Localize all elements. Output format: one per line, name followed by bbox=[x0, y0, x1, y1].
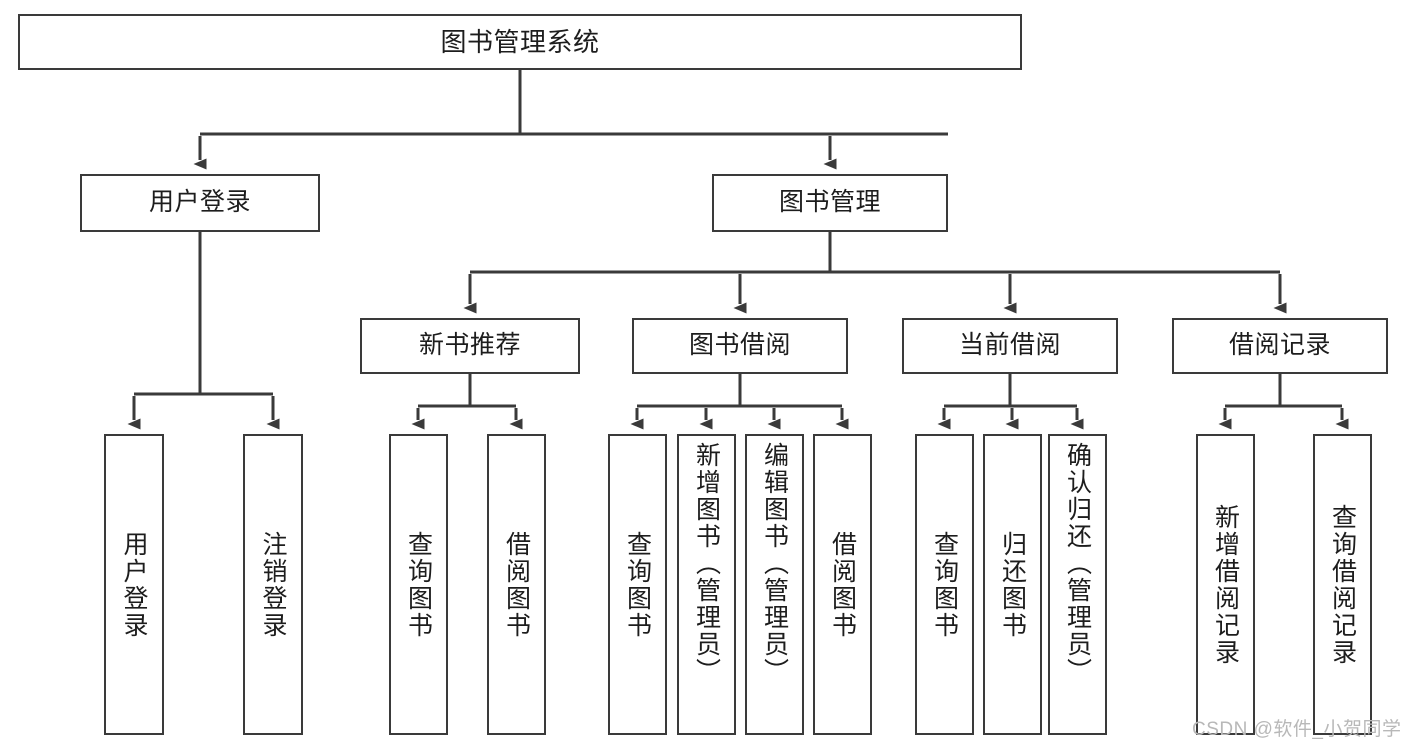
node-book-borrow[interactable]: 图书借阅 bbox=[632, 318, 848, 374]
node-label: 归还图书 bbox=[998, 530, 1027, 639]
node-label: 新增借阅记录 bbox=[1211, 503, 1240, 666]
node-user-login[interactable]: 用户登录 bbox=[80, 174, 320, 232]
node-label: 查询图书 bbox=[930, 530, 959, 639]
node-label: 借阅图书 bbox=[828, 530, 857, 639]
leaf-add-borrow-record[interactable]: 新增借阅记录 bbox=[1196, 434, 1255, 735]
node-label: 当前借阅 bbox=[958, 331, 1061, 360]
node-label: 查询图书 bbox=[404, 530, 433, 639]
leaf-confirm-return-admin[interactable]: 确认归还（管理员） bbox=[1048, 434, 1107, 735]
node-label: 图书管理系统 bbox=[440, 26, 600, 57]
leaf-borrow-book-recommend[interactable]: 借阅图书 bbox=[487, 434, 546, 735]
node-label: 确认归还（管理员） bbox=[1063, 442, 1092, 685]
leaf-return-book[interactable]: 归还图书 bbox=[983, 434, 1042, 735]
leaf-query-book-current[interactable]: 查询图书 bbox=[915, 434, 974, 735]
node-label: 用户登录 bbox=[120, 530, 148, 639]
node-label: 查询图书 bbox=[623, 530, 652, 639]
node-borrow-record[interactable]: 借阅记录 bbox=[1172, 318, 1388, 374]
node-label: 用户登录 bbox=[148, 188, 251, 217]
node-label: 查询借阅记录 bbox=[1328, 503, 1357, 666]
node-book-manage[interactable]: 图书管理 bbox=[712, 174, 948, 232]
node-current-borrow[interactable]: 当前借阅 bbox=[902, 318, 1118, 374]
node-label: 图书管理 bbox=[778, 188, 881, 217]
leaf-add-book-admin[interactable]: 新增图书（管理员） bbox=[677, 434, 736, 735]
leaf-query-borrow-record[interactable]: 查询借阅记录 bbox=[1313, 434, 1372, 735]
node-label: 借阅图书 bbox=[502, 530, 531, 639]
leaf-logout[interactable]: 注销登录 bbox=[243, 434, 303, 735]
node-label: 编辑图书（管理员） bbox=[760, 442, 789, 685]
csdn-watermark: CSDN @软件_小贺同学 bbox=[1192, 719, 1402, 740]
leaf-user-login[interactable]: 用户登录 bbox=[104, 434, 164, 735]
node-label: 新书推荐 bbox=[418, 331, 521, 360]
node-label: 图书借阅 bbox=[688, 331, 791, 360]
node-label: 新增图书（管理员） bbox=[692, 442, 721, 685]
leaf-query-book-borrow[interactable]: 查询图书 bbox=[608, 434, 667, 735]
node-label: 注销登录 bbox=[259, 530, 287, 639]
node-label: 借阅记录 bbox=[1228, 331, 1331, 360]
leaf-query-book-recommend[interactable]: 查询图书 bbox=[389, 434, 448, 735]
node-new-book-rec[interactable]: 新书推荐 bbox=[360, 318, 580, 374]
leaf-edit-book-admin[interactable]: 编辑图书（管理员） bbox=[745, 434, 804, 735]
leaf-borrow-book[interactable]: 借阅图书 bbox=[813, 434, 872, 735]
node-root[interactable]: 图书管理系统 bbox=[18, 14, 1022, 70]
